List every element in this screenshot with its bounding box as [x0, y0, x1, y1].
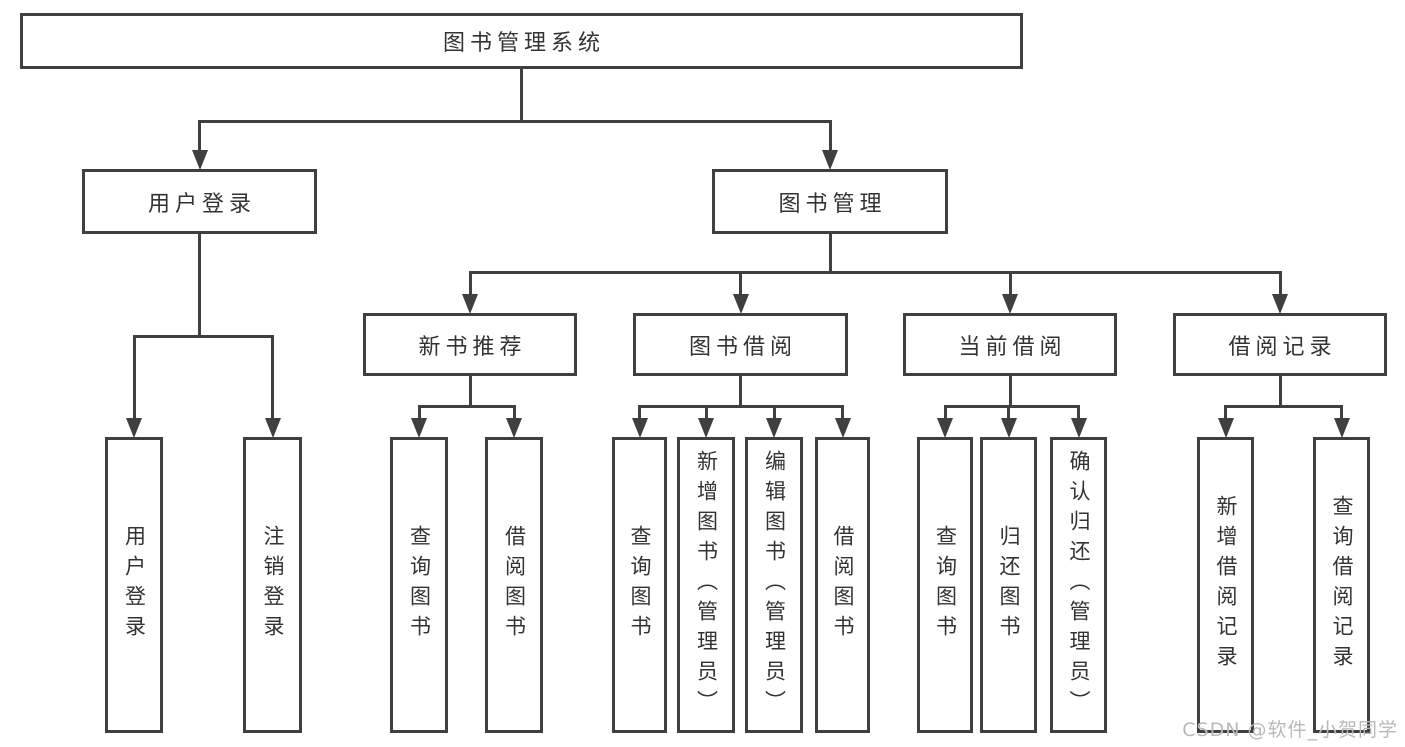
edge-arrowhead-login-leaf — [126, 418, 142, 438]
node-label-cb-return: 归还图书 — [997, 525, 1021, 645]
node-label-login-leaf: 用户登录 — [122, 525, 147, 645]
node-label-bb-add: 新增图书（管理员） — [694, 450, 719, 720]
node-borrow-record: 借阅记录 — [1173, 313, 1387, 376]
edge-stub-book-mgmt — [828, 234, 832, 274]
edge-drop-login-leaf — [132, 334, 136, 423]
node-label-bb-edit: 编辑图书（管理员） — [762, 450, 787, 720]
edge-branch-book-mgmt — [468, 270, 1282, 274]
edge-branch-user-login — [132, 334, 274, 338]
edge-arrowhead-nb-query — [411, 418, 427, 438]
edge-drop-nb-query — [417, 404, 421, 423]
edge-drop-br-add — [1224, 404, 1227, 423]
edge-arrowhead-borrow-record — [1272, 294, 1288, 314]
node-label-logout-leaf: 注销登录 — [261, 525, 285, 645]
edge-arrowhead-book-mgmt — [822, 150, 838, 170]
node-label-bb-borrow: 借阅图书 — [831, 525, 855, 645]
edge-arrowhead-br-query — [1333, 418, 1350, 438]
edge-arrowhead-bb-borrow — [834, 418, 851, 438]
edge-arrowhead-cb-return — [1000, 418, 1017, 438]
edge-drop-br-query — [1340, 404, 1343, 423]
node-label-br-add: 新增借阅记录 — [1214, 495, 1238, 675]
node-label-current-borrow: 当前借阅 — [958, 334, 1067, 360]
edge-drop-bb-query — [638, 404, 641, 423]
edge-branch-book-borrow — [638, 404, 844, 408]
edge-drop-current-borrow — [1008, 270, 1012, 299]
node-label-borrow-record: 借阅记录 — [1228, 334, 1337, 360]
node-user-login: 用户登录 — [82, 169, 317, 234]
node-bb-edit: 编辑图书（管理员） — [745, 437, 803, 733]
edge-arrowhead-user-login — [191, 150, 208, 170]
edge-drop-bb-add — [704, 404, 708, 423]
node-new-book: 新书推荐 — [363, 313, 577, 376]
edge-arrowhead-cb-query — [937, 418, 953, 438]
node-cb-return: 归还图书 — [980, 437, 1037, 733]
node-book-mgmt: 图书管理 — [712, 169, 948, 234]
node-bb-add: 新增图书（管理员） — [677, 437, 735, 733]
node-root: 图书管理系统 — [20, 13, 1023, 69]
edge-drop-book-mgmt — [828, 119, 832, 155]
edge-arrowhead-bb-edit — [766, 418, 782, 438]
edge-branch-borrow-record — [1224, 404, 1343, 408]
node-label-new-book: 新书推荐 — [418, 334, 527, 360]
node-label-nb-borrow: 借阅图书 — [502, 525, 527, 645]
node-label-user-login: 用户登录 — [147, 191, 256, 217]
edge-stub-root — [520, 69, 523, 123]
edge-arrowhead-current-borrow — [1002, 294, 1018, 314]
edge-arrowhead-book-borrow — [732, 294, 749, 314]
edge-drop-bb-edit — [772, 404, 776, 423]
edge-drop-user-login — [198, 119, 201, 155]
node-label-book-borrow: 图书借阅 — [688, 334, 797, 360]
node-cb-query: 查询图书 — [917, 437, 973, 733]
node-label-nb-query: 查询图书 — [407, 525, 432, 645]
edge-drop-cb-query — [943, 404, 947, 423]
edge-drop-new-book — [468, 270, 472, 299]
edge-drop-logout-leaf — [271, 334, 274, 423]
edge-arrowhead-nb-borrow — [506, 418, 522, 438]
node-br-query: 查询借阅记录 — [1313, 437, 1370, 733]
node-logout-leaf: 注销登录 — [243, 437, 302, 733]
edge-drop-book-borrow — [739, 270, 742, 299]
node-label-cb-confirm: 确认归还（管理员） — [1067, 450, 1091, 720]
node-book-borrow: 图书借阅 — [633, 313, 848, 376]
node-cb-confirm: 确认归还（管理员） — [1050, 437, 1107, 733]
node-label-bb-query: 查询图书 — [628, 525, 652, 645]
node-br-add: 新增借阅记录 — [1197, 437, 1254, 733]
edge-stub-book-borrow — [739, 376, 742, 408]
edge-branch-new-book — [417, 404, 516, 408]
node-nb-query: 查询图书 — [390, 437, 448, 733]
node-nb-borrow: 借阅图书 — [485, 437, 543, 733]
edge-arrowhead-logout-leaf — [264, 418, 281, 438]
edge-branch-root — [198, 119, 832, 123]
edge-stub-user-login — [198, 234, 201, 338]
node-current-borrow: 当前借阅 — [903, 313, 1117, 376]
node-label-cb-query: 查询图书 — [933, 525, 958, 645]
node-login-leaf: 用户登录 — [105, 437, 163, 733]
edge-arrowhead-bb-add — [698, 418, 714, 438]
node-label-br-query: 查询借阅记录 — [1330, 495, 1354, 675]
edge-drop-nb-borrow — [512, 404, 516, 423]
edge-branch-current-borrow — [943, 404, 1080, 408]
edge-drop-borrow-record — [1278, 270, 1282, 299]
edge-drop-cb-return — [1007, 404, 1010, 423]
edge-arrowhead-new-book — [462, 294, 478, 314]
edge-drop-bb-borrow — [841, 404, 844, 423]
edge-arrowhead-bb-query — [631, 418, 648, 438]
edge-stub-current-borrow — [1008, 376, 1012, 408]
node-bb-query: 查询图书 — [612, 437, 667, 733]
edge-stub-new-book — [468, 376, 472, 408]
watermark: CSDN @软件_小贺同学 — [1182, 719, 1398, 741]
node-label-book-mgmt: 图书管理 — [778, 191, 887, 217]
node-bb-borrow: 借阅图书 — [815, 437, 870, 733]
edge-arrowhead-cb-confirm — [1070, 418, 1087, 438]
edge-arrowhead-br-add — [1217, 418, 1234, 438]
edge-drop-cb-confirm — [1077, 404, 1080, 423]
edge-stub-borrow-record — [1278, 376, 1282, 408]
node-label-root: 图书管理系统 — [442, 31, 605, 56]
